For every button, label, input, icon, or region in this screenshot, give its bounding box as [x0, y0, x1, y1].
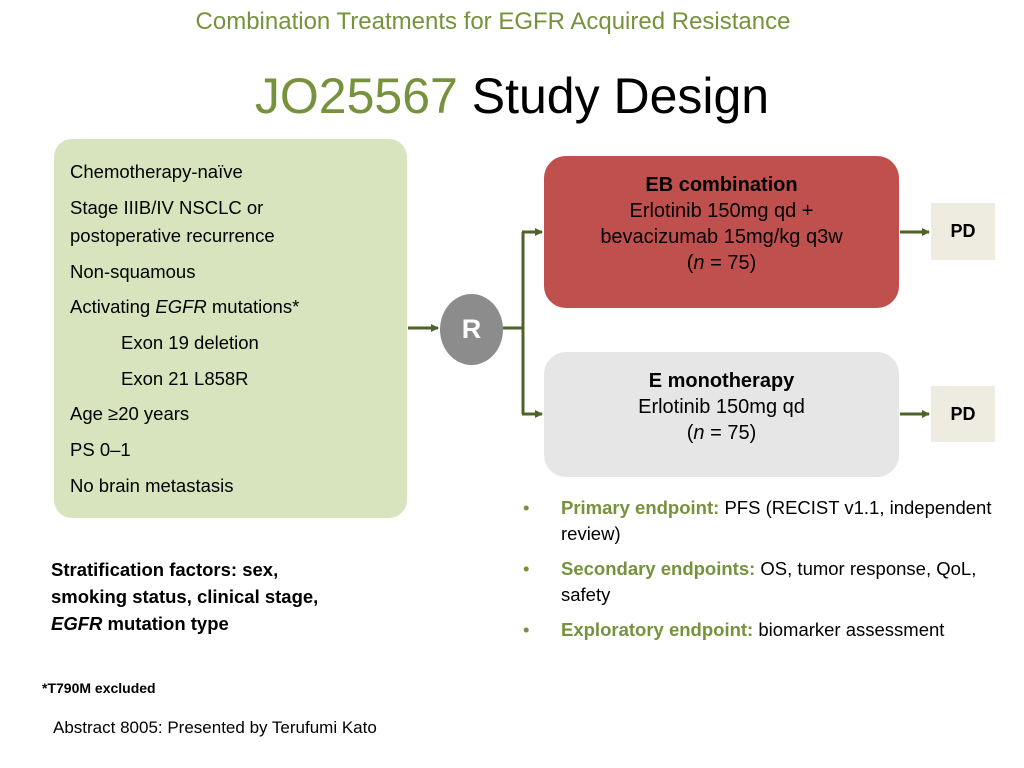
inclusion-criteria-box: Chemotherapy-naïve Stage IIIB/IV NSCLC o… — [54, 139, 407, 518]
stratification-factors: Stratification factors: sex, smoking sta… — [51, 556, 371, 637]
strat-text: mutation type — [102, 613, 229, 634]
pd-outcome-box: PD — [931, 386, 995, 442]
endpoint-text: PFS (RECIST v1.1, independent review) — [561, 497, 992, 544]
criterion-text: mutations* — [206, 296, 300, 317]
endpoint-text: biomarker assessment — [753, 619, 945, 640]
slide-supertitle: Combination Treatments for EGFR Acquired… — [195, 8, 791, 35]
endpoint-label: Secondary endpoints: — [561, 558, 756, 579]
arm-regimen: Erlotinib 150mg qd + — [629, 200, 814, 222]
arm-regimen: Erlotinib 150mg qd — [638, 396, 805, 418]
criterion-item: Chemotherapy-naïve — [70, 161, 243, 182]
randomization-circle: R — [440, 294, 503, 365]
pd-outcome-box: PD — [931, 203, 995, 260]
strat-gene: EGFR — [51, 613, 103, 634]
criterion-item: No brain metastasis — [70, 475, 234, 496]
endpoint-exploratory: • Exploratory endpoint: biomarker assessm… — [520, 617, 1000, 643]
arm-name: EB combination — [645, 174, 798, 196]
criterion-item: Non-squamous — [70, 261, 196, 282]
slide-title: JO25567 Study Design — [0, 66, 1024, 126]
criterion-subitem: Exon 19 deletion — [121, 332, 259, 353]
n-value: = 75) — [704, 422, 757, 444]
bullet-icon: • — [523, 619, 530, 640]
arm-sample-size: (n = 75) — [544, 420, 899, 446]
arm-eb-combination: EB combination Erlotinib 150mg qd + beva… — [544, 156, 899, 308]
strat-line: smoking status, clinical stage, — [51, 586, 319, 607]
strat-line: Stratification factors: sex, — [51, 559, 279, 580]
arm-name: E monotherapy — [648, 370, 795, 392]
endpoint-label: Primary endpoint: — [561, 497, 720, 518]
endpoint-label: Exploratory endpoint: — [561, 619, 754, 640]
endpoint-secondary: • Secondary endpoints: OS, tumor response… — [520, 556, 1000, 608]
arm-regimen: bevacizumab 15mg/kg q3w — [600, 226, 843, 248]
criterion-item: Age ≥20 years — [70, 403, 190, 424]
endpoints-list: • Primary endpoint: PFS (RECIST v1.1, ind… — [520, 495, 1000, 652]
criterion-item: postoperative recurrence — [70, 225, 275, 246]
n-open: ( — [686, 252, 694, 274]
criterion-item: Stage IIIB/IV NSCLC or — [70, 197, 264, 218]
n-symbol: n — [693, 252, 705, 274]
endpoint-primary: • Primary endpoint: PFS (RECIST v1.1, ind… — [520, 495, 1000, 547]
criterion-item: PS 0–1 — [70, 439, 131, 460]
bullet-icon: • — [523, 558, 530, 579]
criterion-item: Activating EGFR mutations* — [70, 293, 299, 321]
arm-e-monotherapy: E monotherapy Erlotinib 150mg qd (n = 75… — [544, 352, 899, 477]
title-text: Study Design — [471, 68, 770, 124]
arm-sample-size: (n = 75) — [544, 250, 899, 276]
n-open: ( — [686, 422, 694, 444]
criterion-gene: EGFR — [155, 296, 207, 317]
n-symbol: n — [693, 422, 705, 444]
study-id: JO25567 — [254, 68, 458, 124]
criterion-text: Activating — [70, 296, 156, 317]
endpoint-text: OS, tumor response, QoL, safety — [561, 558, 977, 605]
footnote: *T790M excluded — [42, 680, 156, 696]
abstract-credit: Abstract 8005: Presented by Terufumi Kat… — [53, 718, 377, 737]
strat-line: EGFR mutation type — [51, 610, 371, 637]
bullet-icon: • — [523, 497, 530, 518]
n-value: = 75) — [704, 252, 757, 274]
criterion-subitem: Exon 21 L858R — [121, 368, 249, 389]
